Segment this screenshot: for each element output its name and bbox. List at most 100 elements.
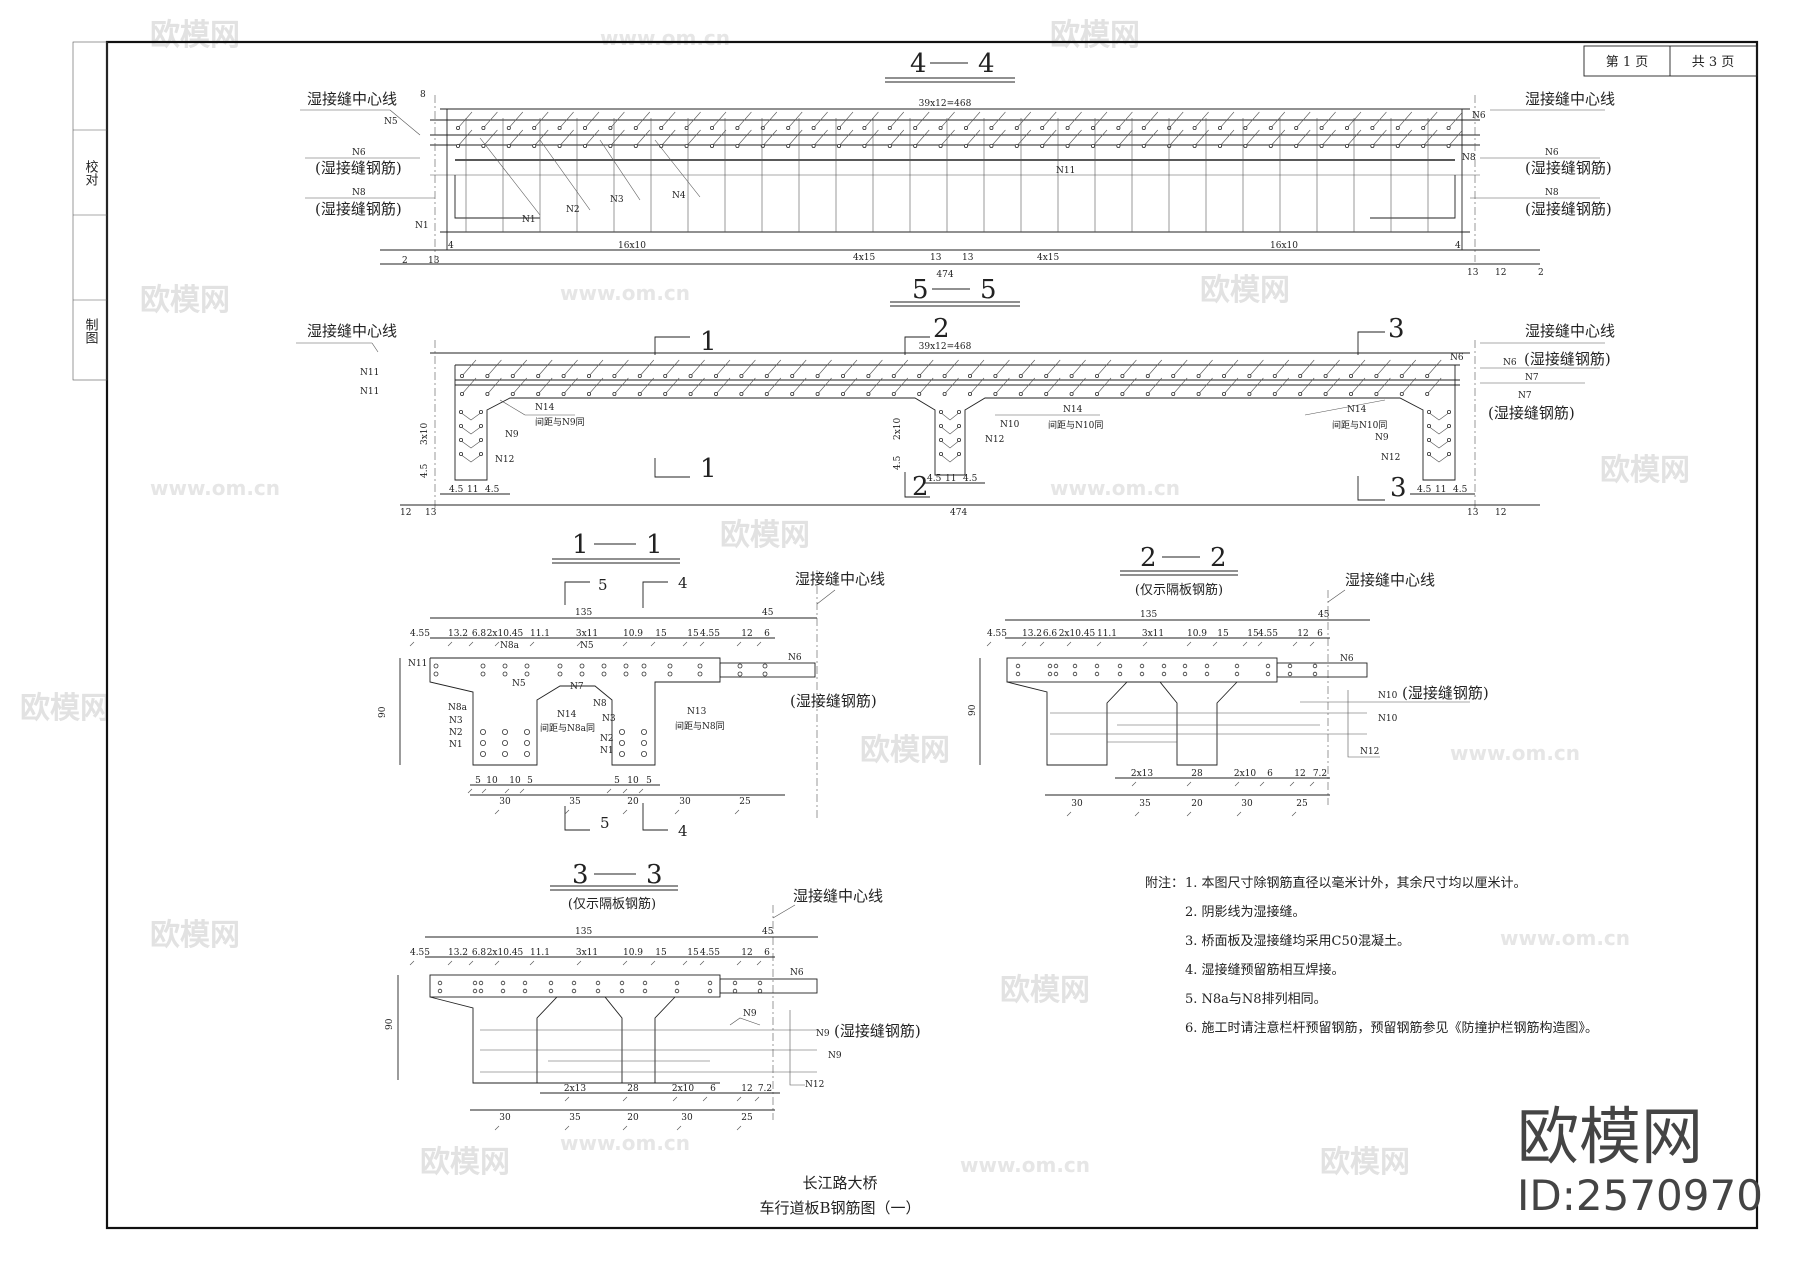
rebar-tick [1372,111,1387,129]
rebar-dot [887,143,892,148]
rebar-label: N6 [1340,654,1354,664]
section-4-4: 4 4 39x12=468 湿接缝中心线 N5 N6 (湿接缝钢筋) N8 (湿… [300,49,1615,280]
rebar-label: N12 [1381,453,1400,463]
dim-label: 15 [1247,629,1259,639]
rebar-dot [1312,663,1318,669]
rebar-dot [1446,126,1451,131]
rebar-tick [1194,111,1209,129]
rebar-dot [642,988,648,994]
rebar-dot [917,373,922,378]
rebar-dot [1204,671,1210,677]
rebar-dot [478,409,483,414]
wet-joint-rebar-label: (湿接缝钢筋) [1525,200,1612,218]
dim-label: 20 [1191,799,1203,809]
rebar-tick [940,129,955,147]
rebar-tick [1092,111,1108,129]
rebar-tick [969,377,985,395]
rebar-dot [579,671,585,677]
rebar-dot [1047,671,1053,677]
rebar-label: N8a [448,703,468,713]
rebar-dot [1421,126,1426,131]
rebar-dot [619,988,625,994]
rebar-dot [1268,143,1273,148]
dim-tick [494,1125,500,1131]
rebar-dot [472,988,478,994]
dim-tick [650,641,656,647]
rebar-label: N14 [557,710,577,720]
rebar-tick [1295,129,1311,147]
rebar-dot [735,143,740,148]
rebar-label: N1 [449,740,463,750]
dim-label: 6.8 [472,629,487,639]
rebar-dot [1192,143,1197,148]
rebar-dot [1047,663,1053,669]
rebar-label: N8 [593,699,607,709]
dim-label: 4x15 [1037,253,1060,263]
rebar-tick [737,111,752,129]
rebar-dot [1094,671,1100,677]
dim-label: 12 [1297,629,1308,639]
rebar-dot [1294,126,1299,131]
side-strip: 校对 制图 [72,41,108,381]
drawing-title: 车行道板B钢筋图（一） [759,1199,920,1217]
rebar-tick [893,377,909,395]
rebar-tick [584,129,600,147]
dim-label: 12 [1294,769,1305,779]
stirrup-chevron [459,439,483,449]
rebar-dot [532,143,537,148]
watermark-url: www.om.cn [1450,741,1580,765]
rebar-dot [485,373,490,378]
rebar-tick [842,377,858,395]
rebar-tick [893,359,909,377]
rebar-tick [1219,111,1235,129]
rebar-dot [1323,373,1328,378]
rebar-tick [1045,377,1061,395]
dim-label: 2x10.45 [487,948,524,958]
rebar-tick [1041,111,1057,129]
section-subtitle: (仅示隔板钢筋) [1135,582,1223,598]
dim-tick [1142,641,1148,647]
rebar-tick [1118,129,1133,147]
rebar-dot [601,671,607,677]
rebar-dot [887,126,892,131]
stirrup-chevron [939,439,961,449]
rebar-tick [762,111,778,129]
stirrup-chevron [939,411,961,421]
cut-mark: 4 [678,574,688,592]
dim-label: 4.5 [893,455,903,470]
dim-label: 45 [762,927,774,937]
rebar-dot [478,437,483,442]
rebar-dot [1268,126,1273,131]
rebar-dot [1294,143,1299,148]
dim-tick [734,809,740,815]
rebar-dot [1399,373,1404,378]
rebar-dot [1446,143,1451,148]
rebar-tick [559,129,574,147]
rebar-dot [837,126,842,131]
rebar-label: N9 [743,1009,757,1019]
rebar-dot [1091,143,1096,148]
rebar-label: N10 [1000,420,1020,430]
rebar-dot [957,437,962,442]
rebar-label: N5 [580,641,594,651]
rebar-dot [536,391,541,396]
rebar-dot [815,391,820,396]
rebar-dot [619,740,626,747]
dim-label: 4.5 [1453,485,1468,495]
dim-label: 10 [509,776,521,786]
rebar-label: N6 [788,653,802,663]
rebar-dot [866,391,871,396]
rebar-label: N8 [1462,153,1476,163]
section-mark-right: 1 [646,530,663,560]
rebar-tick [842,359,858,377]
rebar-dot [608,143,613,148]
wet-joint-rebar-label: (湿接缝钢筋) [834,1022,921,1040]
rebar-dot [957,409,962,414]
dim-label: 11.1 [530,629,550,639]
rebar-label: N11 [1056,166,1075,176]
wet-joint-centerline-label: 湿接缝中心线 [1525,90,1615,108]
watermark-text: 欧模网 [1600,453,1690,488]
rebar-dot [1053,663,1059,669]
dim-tick [1212,641,1218,647]
dim-label: 12 [741,948,752,958]
